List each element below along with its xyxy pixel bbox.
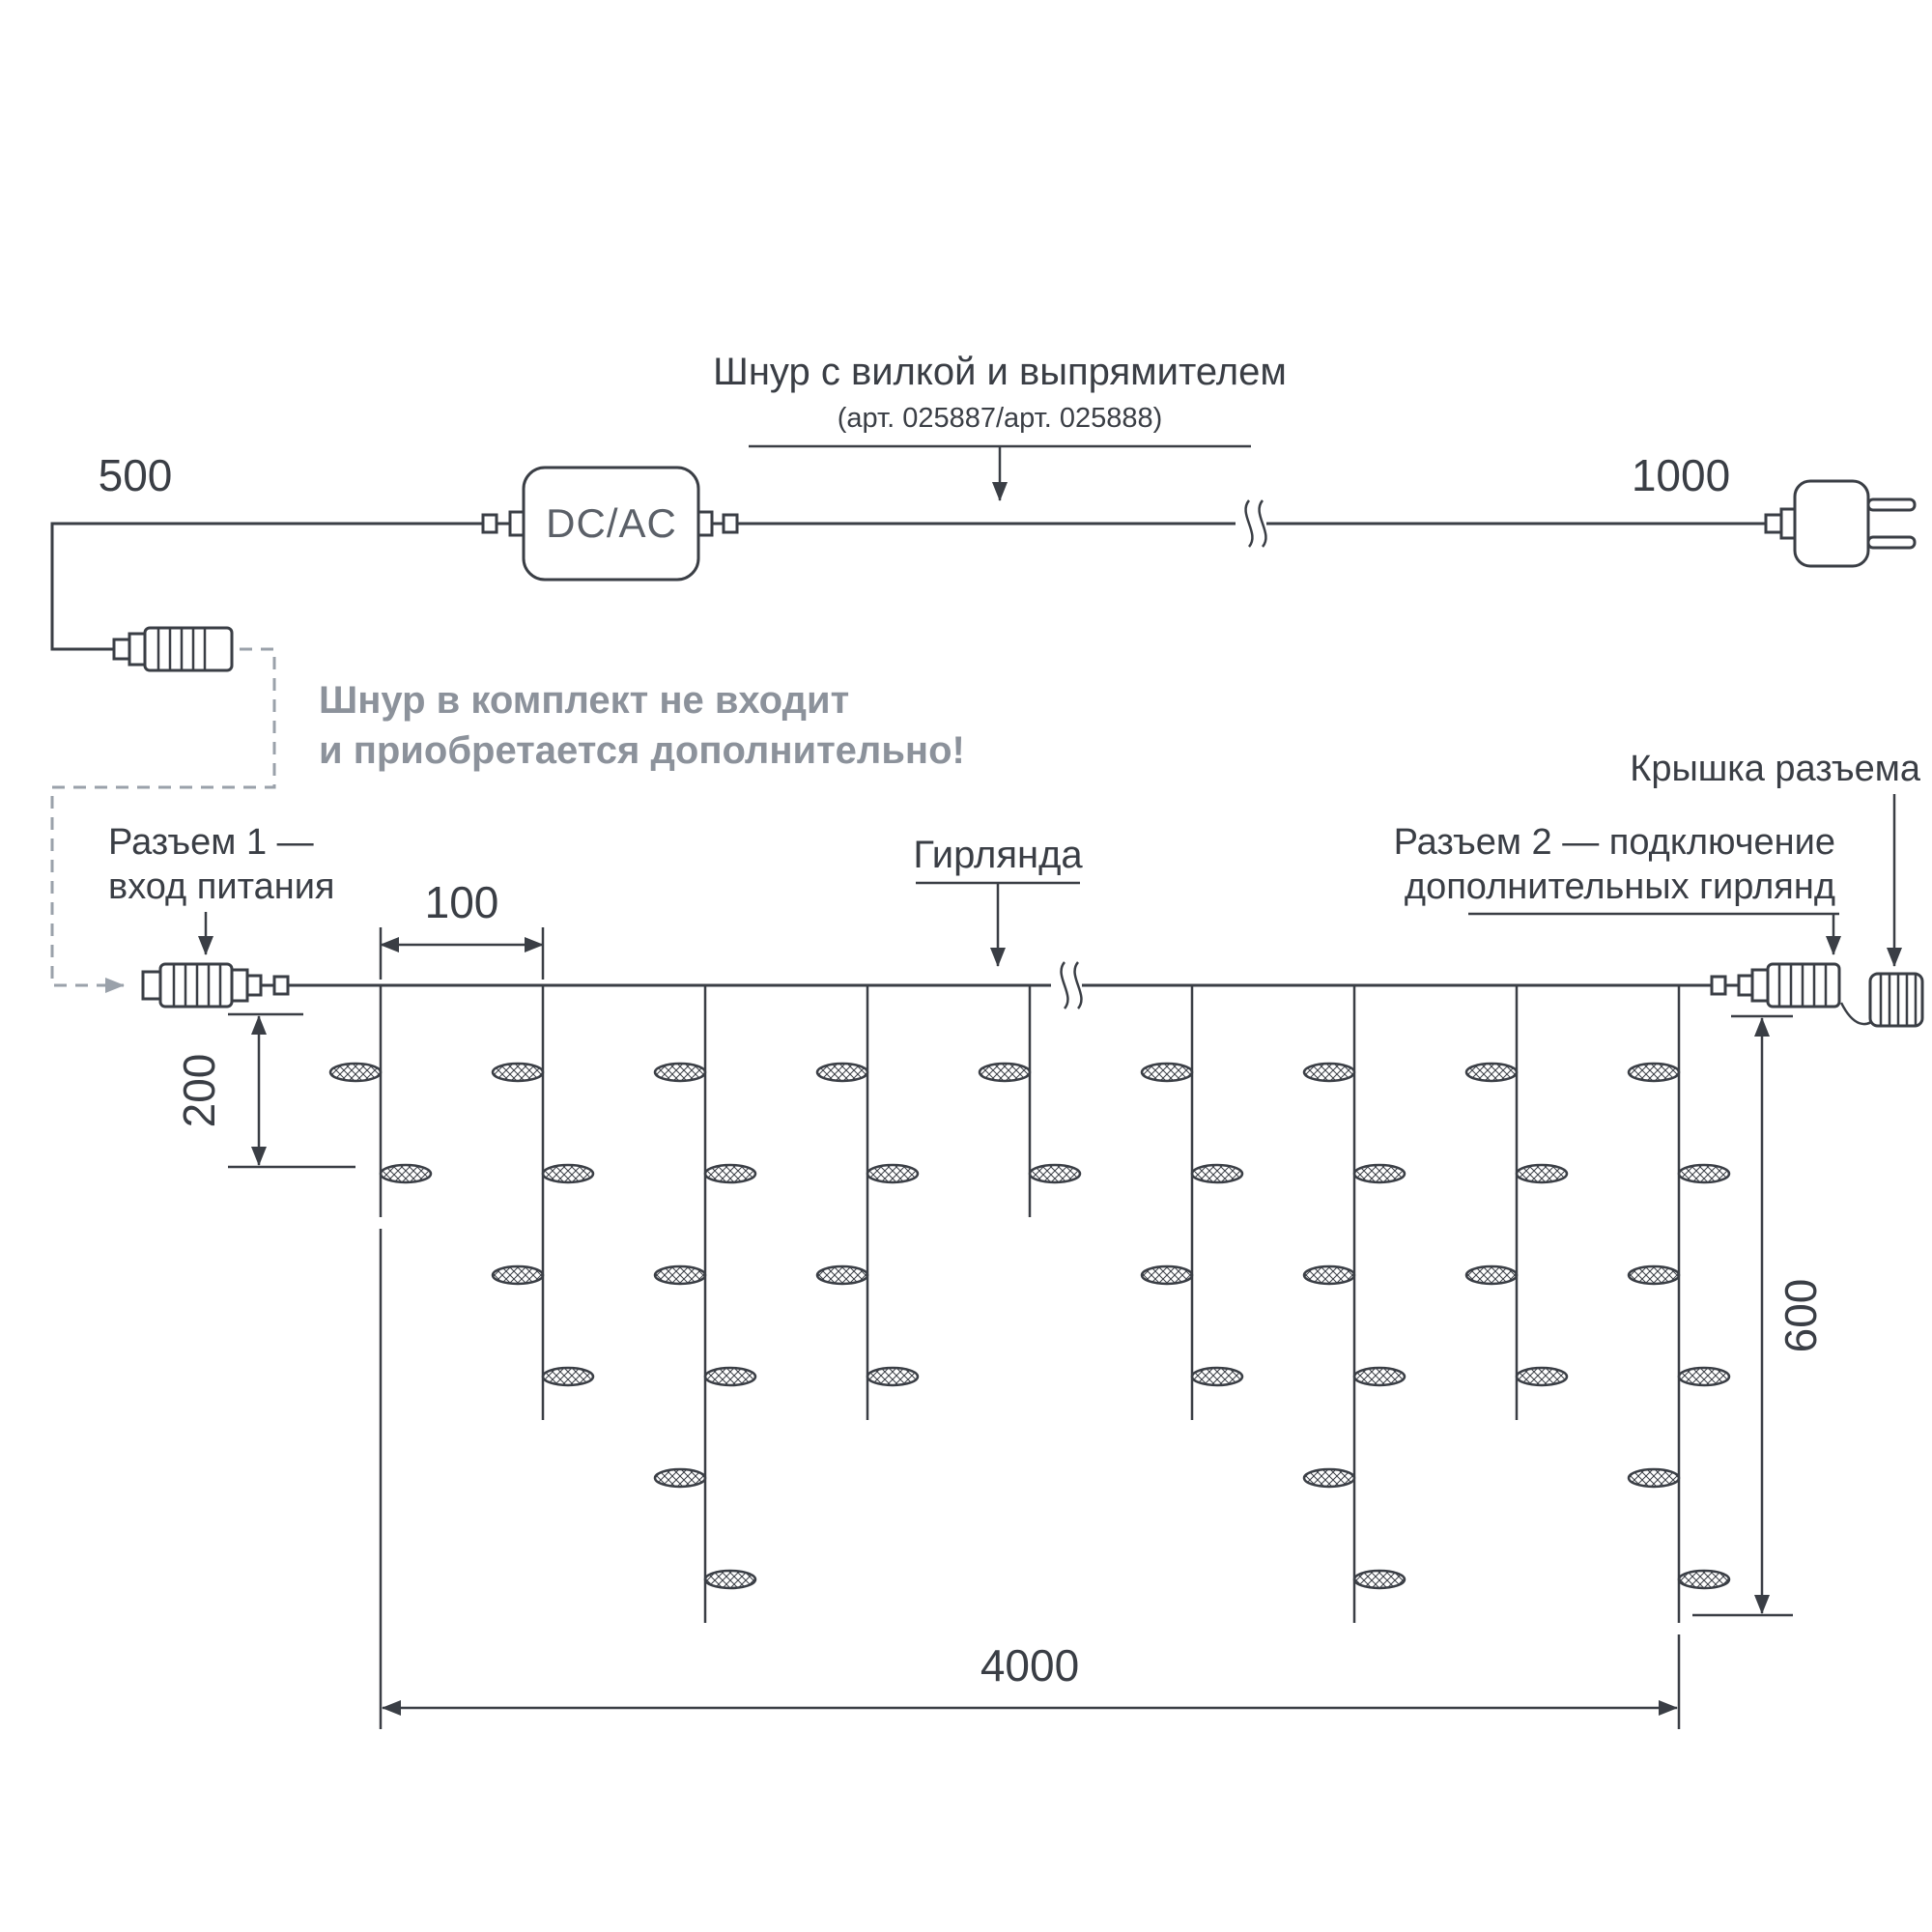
garland-label: Гирлянда: [913, 834, 1083, 876]
led-bulb: [1302, 1467, 1356, 1489]
led-bulb: [1140, 1264, 1194, 1286]
dimension-100: 100: [379, 877, 545, 980]
connector2-label-line1: Разъем 2 — подключение: [1394, 822, 1835, 863]
led-bulb: [541, 1366, 595, 1387]
led-bulb: [653, 1467, 707, 1489]
led-bulb: [653, 1264, 707, 1286]
power-plug: [1764, 479, 1917, 568]
cable-break-symbol: [1051, 961, 1083, 1009]
connector-ribs: [172, 964, 222, 1007]
led-bulb: [1677, 1569, 1731, 1590]
led-bulb: [1352, 1366, 1406, 1387]
led-bulb: [1627, 1062, 1681, 1083]
cord-note-line1: Шнур в комплект не входит: [319, 679, 849, 722]
led-bulb: [978, 1062, 1032, 1083]
led-bulb: [491, 1264, 545, 1286]
cable-clamp: [1710, 975, 1727, 996]
led-bulb: [1190, 1163, 1244, 1184]
led-bulb: [1352, 1163, 1406, 1184]
converter-label: DC/AC: [546, 500, 677, 546]
plug-neck: [1764, 513, 1783, 534]
connector-step: [1737, 974, 1754, 997]
led-bulb: [703, 1163, 757, 1184]
connector-ribs: [156, 628, 207, 670]
led-bulb: [1677, 1163, 1731, 1184]
dim-500-label: 500: [99, 450, 173, 500]
dashed-connection-path: [50, 647, 276, 993]
connector2-label-line2: дополнительных гирлянд: [1405, 867, 1835, 907]
led-bulb: [328, 1062, 383, 1083]
led-bulb: [703, 1366, 757, 1387]
cap-ribs: [1879, 974, 1918, 1026]
dim-4000-label: 4000: [980, 1640, 1079, 1690]
led-bulb: [1302, 1062, 1356, 1083]
connector-step: [112, 638, 131, 661]
connector-step: [128, 632, 147, 667]
power-cord-wire-left: [50, 522, 510, 651]
power-cord-diagram: 500 1000 DC/AC Шнур с вилкой и выпрямите…: [50, 351, 1917, 993]
converter-box: DC/AC: [481, 466, 739, 582]
led-bulb: [1464, 1062, 1519, 1083]
connector-tip: [141, 970, 162, 1001]
led-bulb: [1515, 1163, 1569, 1184]
led-bulb: [1677, 1366, 1731, 1387]
dimension-200: 200: [174, 1012, 355, 1169]
dim-200-label: 200: [174, 1054, 224, 1128]
cable-break-symbol: [1236, 499, 1267, 548]
drops-group: [328, 985, 1731, 1623]
garland-diagram: Разъем 1 — вход питания Гирлянда Разъем …: [108, 749, 1924, 1729]
cap-label: Крышка разъема: [1630, 749, 1921, 789]
cable-clamp: [481, 513, 498, 534]
plug-pin-top: [1866, 497, 1917, 512]
led-bulb: [1140, 1062, 1194, 1083]
led-bulb: [491, 1062, 545, 1083]
led-bulb: [541, 1163, 595, 1184]
connector-step: [1750, 968, 1770, 1003]
connector-step: [230, 968, 249, 1003]
extension-connector: [1710, 962, 1924, 1028]
dim-600-label: 600: [1776, 1279, 1826, 1353]
connector1-label-line2: вход питания: [108, 867, 335, 907]
dim-1000-label: 1000: [1632, 450, 1730, 500]
led-bulb: [1627, 1467, 1681, 1489]
led-bulb: [1627, 1264, 1681, 1286]
connector-step: [245, 974, 263, 997]
plug-body: [1793, 479, 1870, 568]
led-bulb: [379, 1163, 433, 1184]
dimension-4000: 4000: [379, 1229, 1681, 1729]
cord-note-line2: и приобретается дополнительно!: [319, 729, 965, 772]
led-bulb: [815, 1062, 869, 1083]
led-bulb: [866, 1366, 920, 1387]
led-bulb: [815, 1264, 869, 1286]
led-bulb: [866, 1163, 920, 1184]
dim-100-label: 100: [425, 877, 499, 927]
led-bulb: [1302, 1264, 1356, 1286]
power-cord-title: Шнур с вилкой и выпрямителем: [713, 351, 1287, 393]
connector1-label-line1: Разъем 1 —: [108, 822, 314, 863]
led-bulb: [1464, 1264, 1519, 1286]
led-bulb: [653, 1062, 707, 1083]
led-bulb: [703, 1569, 757, 1590]
output-connector: [112, 626, 234, 672]
plug-pin-bottom: [1866, 535, 1917, 550]
led-bulb: [1515, 1366, 1569, 1387]
connector-cap: [1868, 972, 1924, 1028]
led-bulb: [1352, 1569, 1406, 1590]
power-cord-subtitle: (арт. 025887/арт. 025888): [838, 403, 1163, 434]
dimension-600: 600: [1692, 1014, 1826, 1617]
led-bulb: [1190, 1366, 1244, 1387]
input-connector: [141, 962, 290, 1009]
led-bulb: [1028, 1163, 1082, 1184]
cable-clamp: [722, 513, 739, 534]
converter-body: [522, 466, 700, 582]
cable-clamp: [272, 975, 290, 996]
connector-ribs: [1777, 964, 1828, 1007]
connector-barrel: [143, 626, 234, 672]
